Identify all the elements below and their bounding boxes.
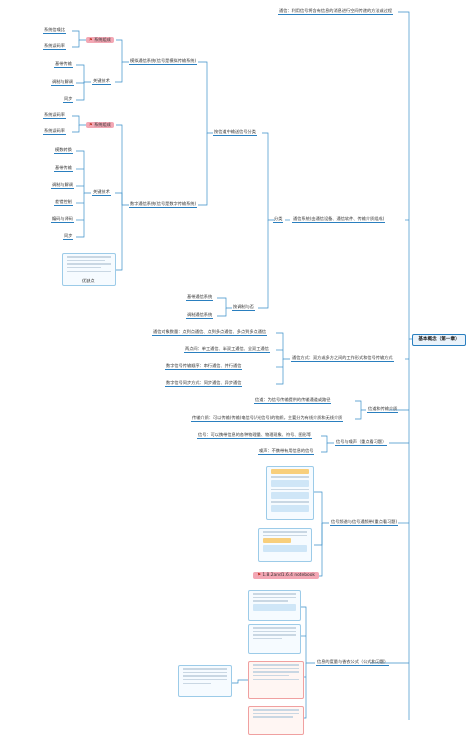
channel-node[interactable]: 信道和传输介质 (367, 406, 399, 413)
info-note-card-2[interactable] (248, 624, 301, 654)
mode-item-1[interactable]: 通信对象数量：点到点通信、点到多点通信、多点到多点通信 (152, 329, 268, 336)
analog-system-node[interactable]: 模拟通信系统(信号是模拟传输系统) (129, 58, 198, 65)
channel-item-2[interactable]: 传输介质：可以传输(传输(电信号)/光信号)的物质，主要分为有线介质和无线介质 (191, 415, 344, 422)
tag-label: 系统组成 (94, 122, 111, 127)
analog-key-item-2[interactable]: 调制与解调 (51, 79, 74, 86)
digital-key-item-2[interactable]: 基带传输 (54, 165, 73, 172)
flag-icon: ⚑ (89, 122, 95, 127)
digital-composition-tag[interactable]: ⚑ 系统组成 (86, 122, 114, 128)
notebook-label: 1.8.2and1.6.4 notebook (262, 573, 315, 578)
analog-item-2[interactable]: 系统误码率 (43, 43, 66, 50)
digital-item-2[interactable]: 系统误码率 (43, 128, 66, 135)
digital-key-item-1[interactable]: 模数转换 (54, 147, 73, 154)
merit-note-card[interactable] (62, 253, 116, 286)
info-side-note-card[interactable] (178, 665, 232, 697)
signal-noise-node[interactable]: 信号与噪声（重点看习题） (335, 439, 388, 446)
spectrum-note-card-1[interactable] (266, 466, 314, 520)
channel-item-1[interactable]: 信道：为信号传输提供的传输通道或路径 (254, 397, 332, 404)
digital-key-item-5[interactable]: 编码与译码 (51, 216, 74, 223)
flag-icon: ⚑ (257, 573, 263, 578)
noise-item[interactable]: 噪声：不携带有用信息的信号 (258, 448, 315, 455)
analog-key-tech-node[interactable]: 关键技术 (92, 78, 111, 85)
digital-key-tech-node[interactable]: 关键技术 (92, 189, 111, 196)
info-measure-node[interactable]: 信息的度量与香农公式（公式和习题） (316, 659, 390, 666)
info-note-card-1[interactable] (248, 590, 301, 621)
spectrum-note-card-2[interactable] (258, 528, 312, 562)
digital-key-item-3[interactable]: 调制与解调 (51, 182, 74, 189)
spectrum-node[interactable]: 信号频谱与信号通频带(重点看习题) (330, 519, 399, 526)
info-note-card-4[interactable] (248, 706, 304, 735)
tag-label: 系统组成 (94, 37, 111, 42)
signal-classify-node[interactable]: 按信道中输送信号分类 (213, 129, 257, 136)
merit-label: 优缺点 (82, 278, 95, 283)
mode-item-2[interactable]: 两点间：单工通信、半双工通信、全双工通信 (184, 346, 270, 353)
comm-mode-node[interactable]: 通信方式：双方或多方之间的工作形式和信号传输方式 (291, 355, 394, 362)
root-node[interactable]: 基本概念（第一章） (412, 334, 466, 346)
analog-item-1[interactable]: 系统信噪比 (43, 27, 66, 34)
notebook-tag[interactable]: ⚑ 1.8.2and1.6.4 notebook (253, 572, 319, 579)
analog-key-item-3[interactable]: 同步 (63, 96, 74, 103)
modulated-system[interactable]: 调制通信系统 (186, 312, 214, 319)
system-composition-node[interactable]: 通信系统(由通信设备、通信软件、传输介质组成) (292, 216, 386, 223)
analog-composition-tag[interactable]: ⚑ 系统组成 (86, 37, 114, 43)
modulation-node[interactable]: 按调制与否 (232, 304, 255, 311)
flag-icon: ⚑ (89, 37, 95, 42)
classify-node[interactable]: 分类 (273, 216, 284, 223)
digital-item-1[interactable]: 系统误码率 (43, 112, 66, 119)
mode-item-4[interactable]: 数字信号同步方式：同步通信、异步通信 (165, 380, 243, 387)
mode-item-3[interactable]: 数字信号传输顺序：串行通信、并行通信 (165, 363, 243, 370)
digital-key-item-6[interactable]: 同步 (63, 233, 74, 240)
baseband-system[interactable]: 基带通信系统 (186, 294, 214, 301)
analog-key-item-1[interactable]: 基带传输 (54, 61, 73, 68)
signal-item[interactable]: 信号：可以携带信息的各种物理量、物理现象、符号、图形等 (197, 432, 313, 439)
digital-key-item-4[interactable]: 差错控制 (54, 199, 73, 206)
communication-definition[interactable]: 通信：利用信号将含有信息的消息进行空间传递的方法或过程 (278, 8, 394, 15)
info-note-card-3[interactable] (248, 661, 304, 699)
digital-system-node[interactable]: 数字通信系统(信号是数字传输系统) (129, 201, 198, 208)
